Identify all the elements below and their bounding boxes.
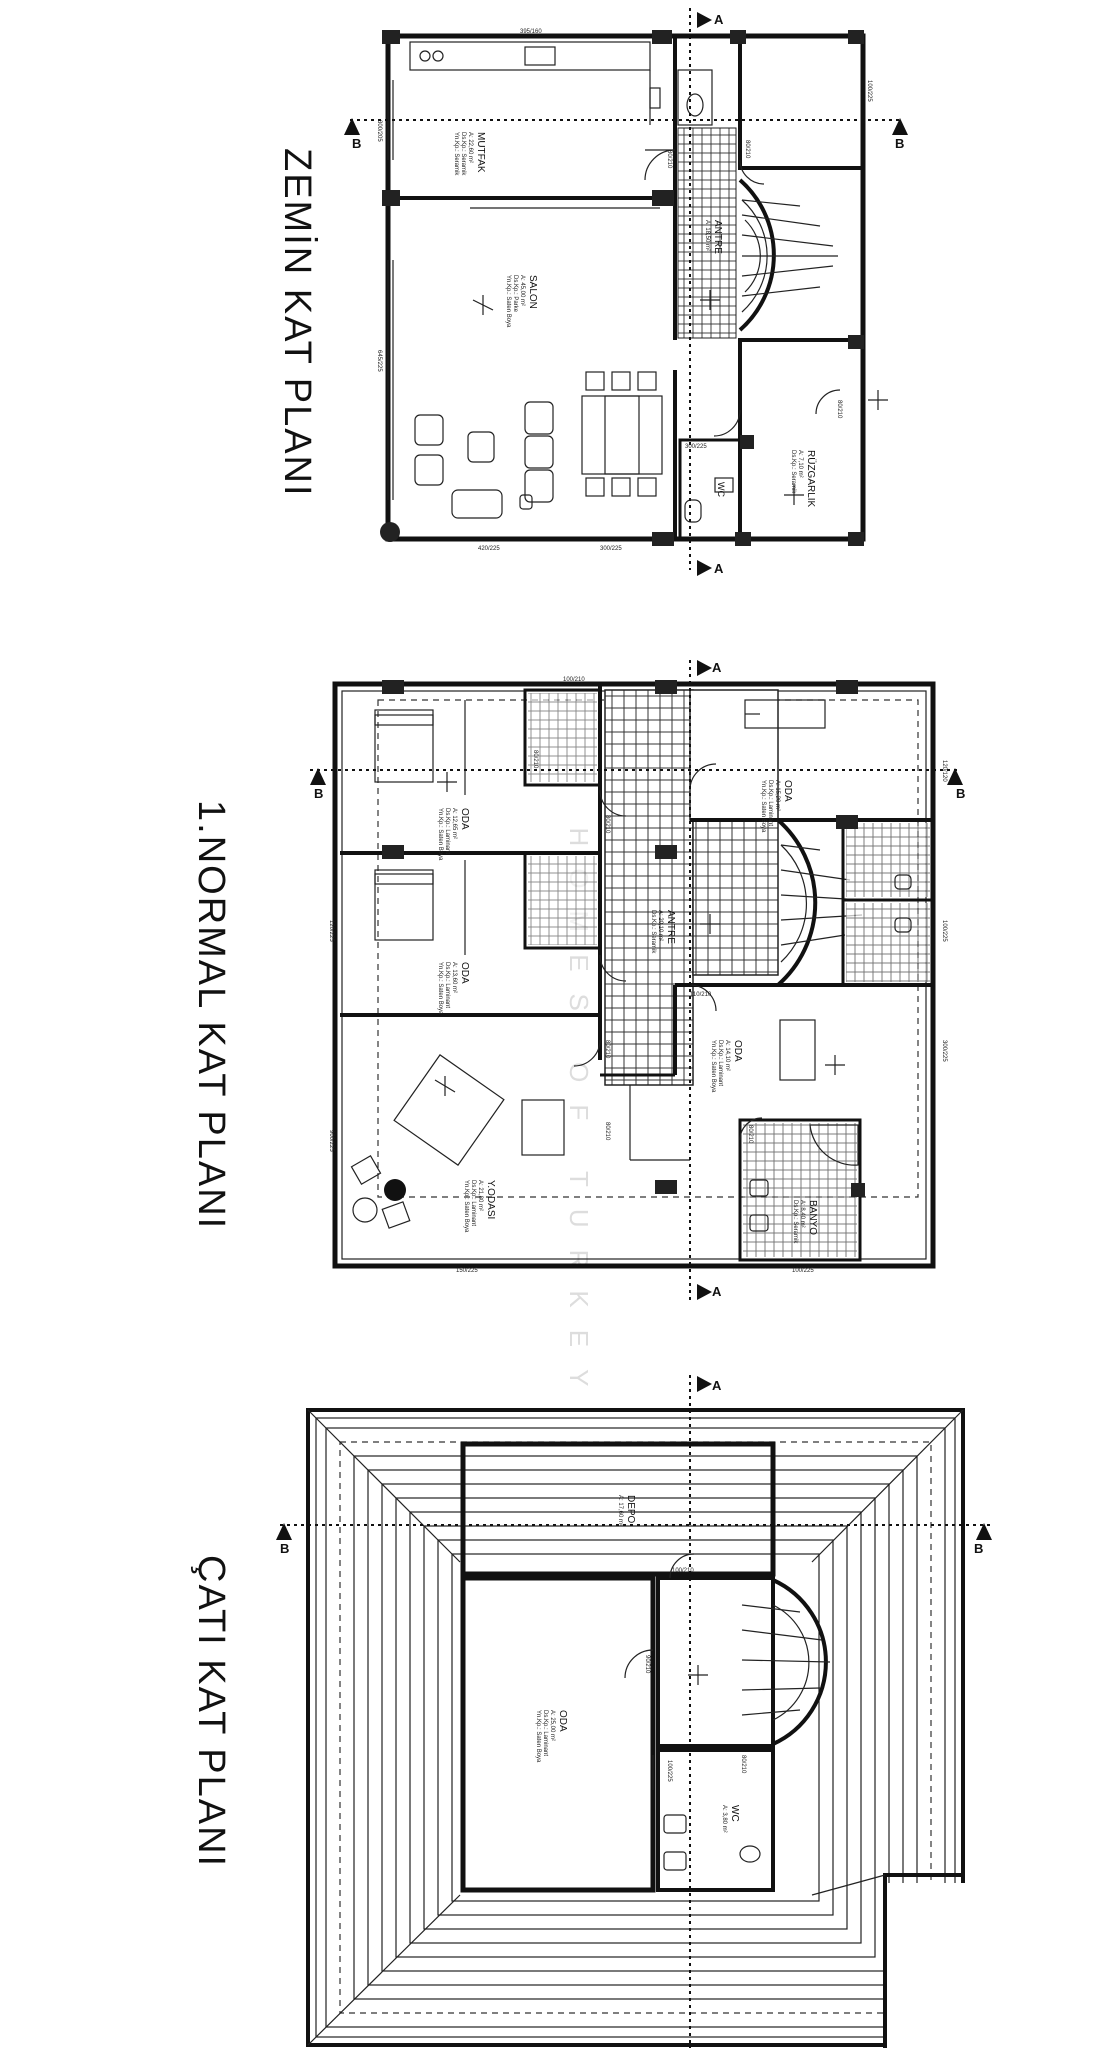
dim-label: 80/210 bbox=[744, 140, 750, 159]
section-mark-b-left: B bbox=[280, 1541, 289, 1556]
room-wall-oda-roof: Yn.Kp.: Saten Boya bbox=[535, 1710, 541, 1763]
dim-label: 300/205 bbox=[376, 120, 382, 142]
dim-label: 300/225 bbox=[600, 546, 622, 552]
dim-label: 80/210 bbox=[666, 150, 672, 169]
room-area-mutfak: A: 22,60 m² bbox=[467, 132, 473, 163]
room-label-oda-1b: ODA bbox=[459, 962, 470, 984]
dim-label: 120/120 bbox=[941, 760, 947, 782]
room-floor-antre-first: Ds.Kp.: Seramik bbox=[650, 910, 656, 954]
ground-floor-title: ZEMİN KAT PLANI bbox=[276, 148, 318, 498]
room-area-oda-1b: A: 13,60 m² bbox=[451, 962, 457, 993]
room-floor-oda-1d: Ds.Kp.: Laminant bbox=[717, 1040, 723, 1086]
first-floor-plan: A A B B ODA A: 12,65 m² Ds.Kp.: Laminant… bbox=[310, 660, 965, 1300]
dim-label: 100/225 bbox=[792, 1268, 814, 1274]
dim-label: 100/225 bbox=[941, 920, 947, 942]
room-wall-oda-1b: Yn.Kp.: Saten Boya bbox=[437, 962, 443, 1015]
section-mark-a-bottom: A bbox=[712, 1284, 722, 1299]
dim-label: 100/225 bbox=[666, 1760, 672, 1782]
section-mark-b-right: B bbox=[974, 1541, 983, 1556]
room-wall-mutfak: Yn.Kp.: Seramik bbox=[453, 132, 459, 176]
dim-label: 80/210 bbox=[604, 1040, 610, 1059]
dim-label: 100/225 bbox=[866, 80, 872, 102]
roof-floor-title: ÇATI KAT PLANI bbox=[190, 1555, 232, 1869]
ground-floor-plan: A A B B MUTFAK A: 22,60 m² Ds.Kp.: Seram… bbox=[344, 8, 908, 576]
dim-label: 80/210 bbox=[604, 1122, 610, 1141]
section-mark-a-top: A bbox=[712, 1378, 722, 1393]
room-label-wc-ground: WC bbox=[716, 482, 726, 497]
room-floor-yodasi: Ds.Kp.: Laminant bbox=[470, 1180, 476, 1226]
dim-label: 80/210 bbox=[740, 1755, 746, 1774]
room-label-ruzgarlik: RÜZGARLIK bbox=[805, 450, 817, 508]
room-wall-oda-1c: Yn.Kp.: Saten Boya bbox=[760, 780, 766, 833]
dim-label: 300/225 bbox=[685, 444, 707, 450]
room-wall-salon: Yn.Kp.: Saten Boya bbox=[505, 275, 511, 328]
room-floor-oda-1a: Ds.Kp.: Laminant bbox=[444, 808, 450, 854]
section-mark-a-bottom: A bbox=[714, 561, 724, 576]
room-floor-salon: Ds.Kp.: Parke bbox=[512, 275, 518, 313]
room-floor-oda-roof: Ds.Kp.: Laminant bbox=[542, 1710, 548, 1756]
roof-floor-plan: A B B DEPO A: 17,60 m² ODA A: 25,00 m² D… bbox=[276, 1375, 992, 2048]
room-label-banyo: BANYO bbox=[807, 1200, 818, 1235]
first-floor-title: 1.NORMAL KAT PLANI bbox=[190, 800, 232, 1231]
dim-label: 150/225 bbox=[456, 1268, 478, 1274]
room-area-depo: A: 17,60 m² bbox=[617, 1495, 623, 1526]
room-wall-oda-1a: Yn.Kp.: Saten Boya bbox=[437, 808, 443, 861]
room-wall-yodasi: Yn.Kp.: Saten Boya bbox=[463, 1180, 469, 1233]
dim-label: 80/210 bbox=[532, 750, 538, 769]
room-label-oda-1a: ODA bbox=[459, 808, 470, 830]
section-mark-a-top: A bbox=[712, 660, 722, 675]
room-label-antre-first: ANTRE bbox=[665, 910, 676, 944]
room-area-oda-1d: A: 14,10 m² bbox=[724, 1040, 730, 1071]
room-floor-mutfak: Ds.Kp.: Seramik bbox=[460, 132, 466, 176]
section-mark-b-left: B bbox=[314, 786, 323, 801]
section-mark-b-left: B bbox=[352, 136, 361, 151]
room-area-oda-1a: A: 12,65 m² bbox=[451, 808, 457, 839]
room-area-ruzgarlik: A: 7,10 m² bbox=[797, 450, 803, 478]
dim-label: 395/160 bbox=[520, 29, 542, 35]
room-label-wc-roof: WC bbox=[729, 1805, 740, 1822]
room-label-salon: SALON bbox=[527, 275, 538, 309]
room-floor-oda-1c: Ds.Kp.: Laminant bbox=[767, 780, 773, 826]
section-mark-b-right: B bbox=[956, 786, 965, 801]
room-floor-ruzgarlik: Ds.Kp.: Seramik bbox=[790, 450, 796, 494]
room-label-oda-roof: ODA bbox=[557, 1710, 568, 1732]
dim-label: 90/210 bbox=[644, 1655, 650, 1674]
room-label-oda-1d: ODA bbox=[732, 1040, 743, 1062]
room-wall-oda-1d: Yn.Kp.: Saten Boya bbox=[710, 1040, 716, 1093]
dim-label: 100/210 bbox=[672, 1568, 694, 1574]
dim-label: 80/210 bbox=[604, 815, 610, 834]
dim-label: 80/210 bbox=[747, 1125, 753, 1144]
room-floor-oda-1b: Ds.Kp.: Laminant bbox=[444, 962, 450, 1008]
room-floor-banyo: Ds.Kp.: Seramik bbox=[792, 1200, 798, 1244]
dim-label: 900/225 bbox=[328, 1130, 334, 1152]
dim-label: 120/225 bbox=[328, 920, 334, 942]
section-mark-a-top: A bbox=[714, 12, 724, 27]
room-area-oda-roof: A: 25,00 m² bbox=[549, 1710, 555, 1741]
dim-label: 645/225 bbox=[376, 350, 382, 372]
dim-label: 420/225 bbox=[478, 546, 500, 552]
room-area-banyo: A: 8,40 m² bbox=[799, 1200, 805, 1228]
dim-label: 100/210 bbox=[563, 677, 585, 683]
room-area-oda-1c: A: 15,20 m² bbox=[774, 780, 780, 811]
room-area-antre-first: A: 20,10 m² bbox=[657, 910, 663, 941]
dim-label: 110/210 bbox=[690, 992, 712, 998]
room-label-mutfak: MUTFAK bbox=[475, 132, 486, 173]
room-label-antre-ground: ANTRE bbox=[712, 220, 723, 254]
room-area-salon: A: 45,00 m² bbox=[519, 275, 525, 306]
dim-label: 80/210 bbox=[836, 400, 842, 419]
room-label-yodasi: Y.ODASI bbox=[485, 1180, 496, 1219]
room-area-yodasi: A: 21,80 m² bbox=[477, 1180, 483, 1211]
dim-label: 300/225 bbox=[941, 1040, 947, 1062]
room-area-wc-roof: A: 3,80 m² bbox=[721, 1805, 727, 1833]
room-label-depo: DEPO bbox=[625, 1495, 636, 1524]
room-label-oda-1c: ODA bbox=[782, 780, 793, 802]
section-mark-b-right: B bbox=[895, 136, 904, 151]
room-area-antre-ground: A: 18,50 m² bbox=[704, 220, 710, 251]
